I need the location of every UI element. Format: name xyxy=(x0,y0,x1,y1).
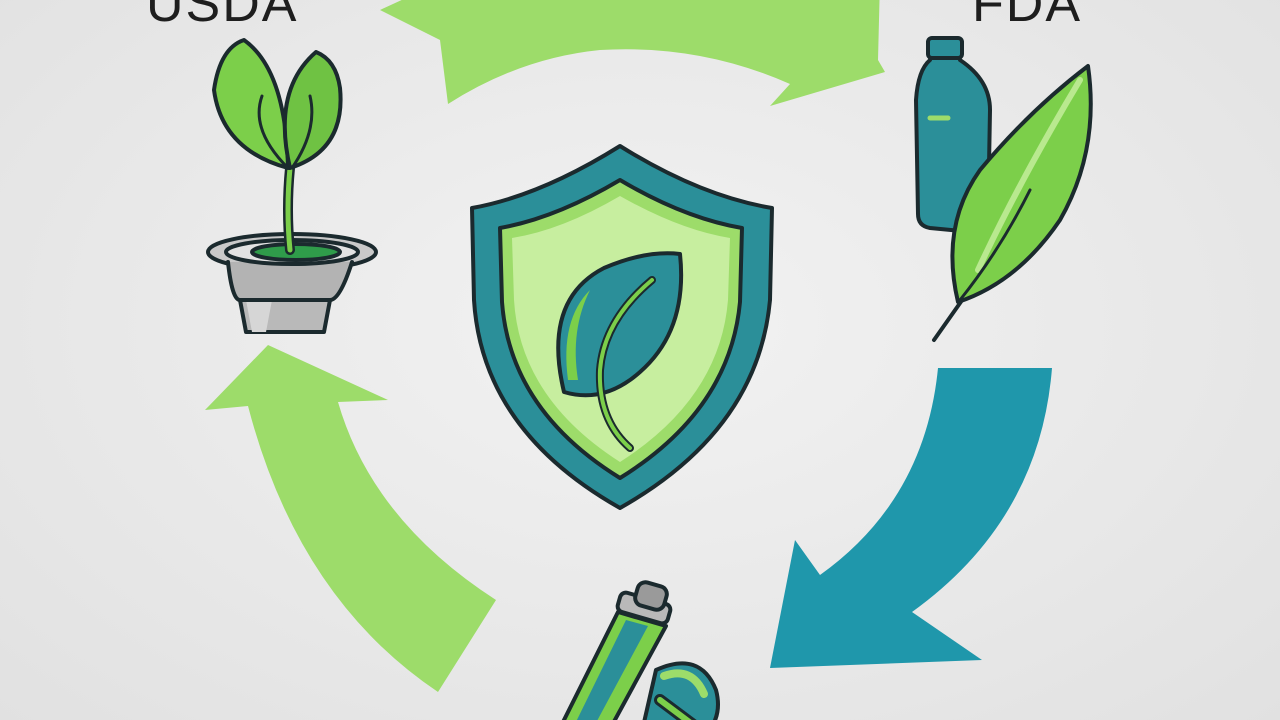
bottle-and-leaf-icon xyxy=(914,36,1093,342)
left-cycle-arrow xyxy=(205,345,496,692)
microscope-icon xyxy=(561,580,720,720)
top-cycle-arrow xyxy=(380,0,885,106)
right-cycle-arrow xyxy=(770,368,1052,668)
usda-label: USDA xyxy=(146,0,299,33)
seedling-pot-icon xyxy=(206,38,378,334)
fda-label: FDA xyxy=(972,0,1082,33)
shield-leaf-icon xyxy=(470,144,774,510)
